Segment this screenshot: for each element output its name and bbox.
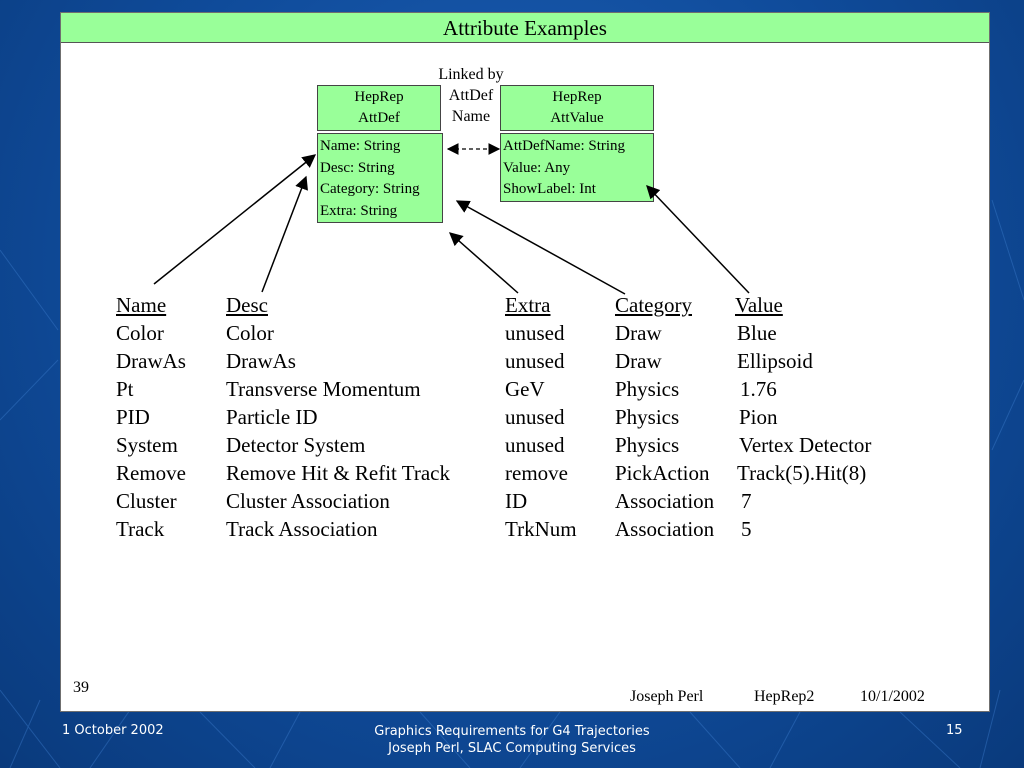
table-cell: unused [505, 405, 565, 429]
table-cell: 5 [741, 517, 752, 541]
table-cell: unused [505, 433, 565, 457]
attvalue-field: ShowLabel: Int [503, 181, 596, 197]
table-cell: Detector System [226, 433, 366, 457]
attvalue-header-box: HepRep AttValue [500, 85, 654, 131]
table-cell: Color [226, 321, 274, 345]
table-cell: Remove [116, 461, 186, 485]
table-cell: DrawAs [116, 349, 186, 373]
attdef-field: Name: String [320, 138, 401, 154]
arrow-extra-to-attdef [448, 232, 519, 294]
inner-footer-project: HepRep2 [754, 688, 815, 705]
col-header-desc: Desc [226, 293, 268, 317]
arrow-category-to-attdef [455, 200, 626, 295]
table-cell: Association [615, 517, 715, 541]
col-header-extra: Extra [505, 293, 551, 317]
attdef-fields-box: Name: String Desc: String Category: Stri… [317, 133, 443, 223]
attdef-header-line-2: AttDef [358, 110, 400, 126]
table-cell: ID [505, 489, 528, 513]
attvalue-fields-box: AttDefName: String Value: Any ShowLabel:… [500, 133, 654, 202]
table-cell: Vertex Detector [739, 433, 872, 457]
footer-title-line-2: Joseph Perl, SLAC Computing Services [388, 741, 636, 756]
table-cell: Draw [615, 349, 662, 373]
table-cell: TrkNum [505, 517, 577, 541]
table-cell: 7 [741, 489, 752, 513]
attdef-header-box: HepRep AttDef [317, 85, 441, 131]
arrow-name-to-attdef [153, 154, 317, 285]
table-cell: Transverse Momentum [226, 377, 421, 401]
table-cell: Particle ID [226, 405, 318, 429]
attvalue-field: AttDefName: String [503, 138, 626, 154]
table-cell: Association [615, 489, 715, 513]
arrow-value-to-attvalue [646, 185, 750, 294]
footer-page-number: 15 [946, 723, 963, 738]
footer-title: Graphics Requirements for G4 Trajectorie… [312, 723, 712, 757]
link-label-line-2: AttDef [448, 87, 494, 104]
table-cell: unused [505, 321, 565, 345]
table-cell: DrawAs [226, 349, 296, 373]
col-header-category: Category [615, 293, 692, 317]
link-label-line-1: Linked by [438, 66, 504, 83]
table-cell: Cluster Association [226, 489, 390, 513]
attdef-field: Desc: String [320, 159, 395, 176]
table-cell: unused [505, 349, 565, 373]
arrow-desc-to-attdef [261, 175, 308, 293]
diagram-arrows [153, 143, 750, 295]
slide-title: Attribute Examples [61, 13, 989, 43]
inner-footer-date: 10/1/2002 [860, 688, 925, 705]
table-cell: System [116, 433, 178, 457]
link-label-line-3: Name [451, 108, 491, 125]
slide-panel: Attribute Examples HepRep AttDef Name: S… [60, 12, 990, 712]
table-cell: Track Association [226, 517, 378, 541]
footer-title-line-1: Graphics Requirements for G4 Trajectorie… [374, 724, 650, 739]
footer-date: 1 October 2002 [62, 723, 164, 738]
table-cell: PickAction [615, 461, 710, 485]
attvalue-header-line-1: HepRep [552, 89, 602, 105]
link-label: Linked by AttDef Name [431, 64, 511, 127]
table-cell: Track(5).Hit(8) [737, 461, 867, 485]
attdef-header-line-1: HepRep [354, 89, 404, 105]
attvalue-header-line-2: AttValue [550, 110, 604, 126]
col-header-value: Value [735, 293, 783, 317]
table-cell: Track [116, 517, 165, 541]
table-cell: Blue [737, 321, 777, 345]
table-cell: Ellipsoid [737, 349, 813, 373]
inner-page-number: 39 [73, 679, 89, 696]
table-cell: Physics [615, 377, 680, 401]
table-cell: Color [116, 321, 164, 345]
table-cell: Pion [739, 405, 778, 429]
table-cell: remove [505, 461, 568, 485]
table-cell: Cluster [116, 489, 177, 513]
table-cell: Physics [615, 405, 680, 429]
attdef-field: Extra: String [320, 202, 398, 219]
attvalue-field: Value: Any [503, 159, 571, 176]
table-cell: Draw [615, 321, 662, 345]
table-cell: 1.76 [740, 377, 777, 401]
table-cell: Physics [615, 433, 680, 457]
col-header-name: Name [116, 293, 167, 317]
table-cell: GeV [505, 377, 545, 401]
attdef-field: Category: String [320, 181, 420, 197]
table-cell: Remove Hit & Refit Track [226, 461, 450, 485]
inner-footer-author: Joseph Perl [630, 688, 704, 705]
table-cell: Pt [116, 377, 134, 401]
table-cell: PID [116, 405, 150, 429]
